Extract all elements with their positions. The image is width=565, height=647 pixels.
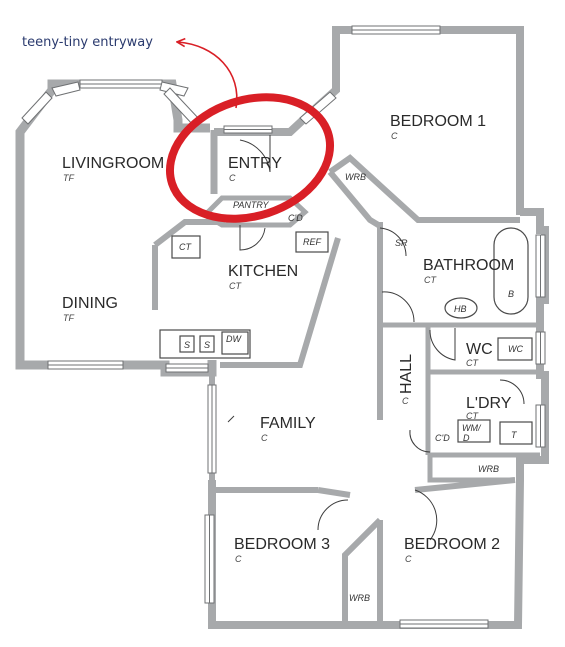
door-wc <box>429 328 456 361</box>
fixtures <box>159 227 533 445</box>
window-living-bay-right <box>159 81 189 97</box>
walls <box>15 26 549 629</box>
cooktop <box>171 235 201 259</box>
bathtub <box>493 227 529 315</box>
label-pantry: PANTRY <box>233 200 270 210</box>
room-bedroom3: BEDROOM 3 <box>234 536 330 553</box>
room-laundry: L'DRY <box>466 395 512 412</box>
floor-laundry: CT <box>466 411 479 421</box>
label-wc-pan: WC <box>508 344 523 354</box>
window-bed1-diag <box>299 91 337 125</box>
label-wmd-2: D <box>463 433 470 443</box>
sink-1 <box>179 335 195 353</box>
door-bed2 <box>414 489 438 541</box>
label-ct: CT <box>179 242 192 252</box>
room-dining: DINING <box>62 295 118 312</box>
annotation-text: teeny-tiny entryway <box>22 35 153 50</box>
window-living-nw <box>21 91 53 125</box>
windows <box>21 25 546 629</box>
label-wrb-bed1: WRB <box>345 172 366 182</box>
door-laundry <box>499 379 525 405</box>
label-sink1: S <box>184 340 190 350</box>
floor-bedroom3: C <box>235 554 242 564</box>
floor-wc: CT <box>466 358 479 368</box>
door-entry <box>239 135 271 173</box>
floor-dining: TF <box>63 313 74 323</box>
floor-kitchen: CT <box>229 281 242 291</box>
floor-hall: C <box>402 396 409 406</box>
sink-2 <box>199 335 215 353</box>
room-family: FAMILY <box>260 415 316 432</box>
room-hall: HALL <box>398 354 415 394</box>
label-cd-kitchen: C'D <box>288 213 303 223</box>
label-wrb-bed3: WRB <box>349 593 370 603</box>
floor-bedroom2: C <box>405 554 412 564</box>
label-dw: DW <box>226 334 242 344</box>
dishwasher <box>221 331 249 355</box>
wc-fixture <box>497 337 533 361</box>
label-ref: REF <box>303 237 322 247</box>
highlight-circle <box>165 93 335 223</box>
hand-basin <box>444 297 478 319</box>
floor-bathroom: CT <box>424 275 437 285</box>
label-sink2: S <box>204 340 210 350</box>
door-pantry <box>239 225 266 251</box>
label-t: T <box>511 430 518 440</box>
room-labels: LIVINGROOM TF DINING TF ENTRY C BEDROOM … <box>62 113 514 564</box>
annotation-arrow <box>178 42 238 109</box>
floor-bedroom1: C <box>391 131 398 141</box>
label-hb: HB <box>454 304 467 314</box>
washer-dryer <box>457 419 491 443</box>
room-wc: WC <box>466 341 493 358</box>
floor-family: C <box>261 433 268 443</box>
fixture-labels: PANTRY C'D REF CT S S DW WRB SR HB B WC … <box>179 172 523 603</box>
doors <box>227 135 525 541</box>
floor-livingroom: TF <box>63 173 74 183</box>
tub-laundry <box>499 421 533 445</box>
door-family-side <box>227 415 235 423</box>
door-bed3 <box>317 499 349 531</box>
floor-entry: C <box>229 173 236 183</box>
label-wrb-bed2: WRB <box>478 464 499 474</box>
room-bathroom: BATHROOM <box>423 257 514 274</box>
label-wmd-1: WM/ <box>462 423 482 433</box>
door-bath-sr <box>379 227 407 257</box>
room-livingroom: LIVINGROOM <box>62 155 164 172</box>
window-living-bay-left <box>51 81 81 97</box>
fridge <box>295 231 329 253</box>
door-bath <box>381 291 415 323</box>
room-bedroom2: BEDROOM 2 <box>404 536 500 553</box>
room-kitchen: KITCHEN <box>228 263 298 280</box>
label-sr: SR <box>395 238 408 248</box>
room-entry: ENTRY <box>228 155 282 172</box>
annotation: teeny-tiny entryway <box>22 35 335 223</box>
label-b: B <box>508 289 514 299</box>
door-hall-cd <box>409 429 431 453</box>
room-bedroom1: BEDROOM 1 <box>390 113 486 130</box>
label-cd-hall: C'D <box>435 433 450 443</box>
